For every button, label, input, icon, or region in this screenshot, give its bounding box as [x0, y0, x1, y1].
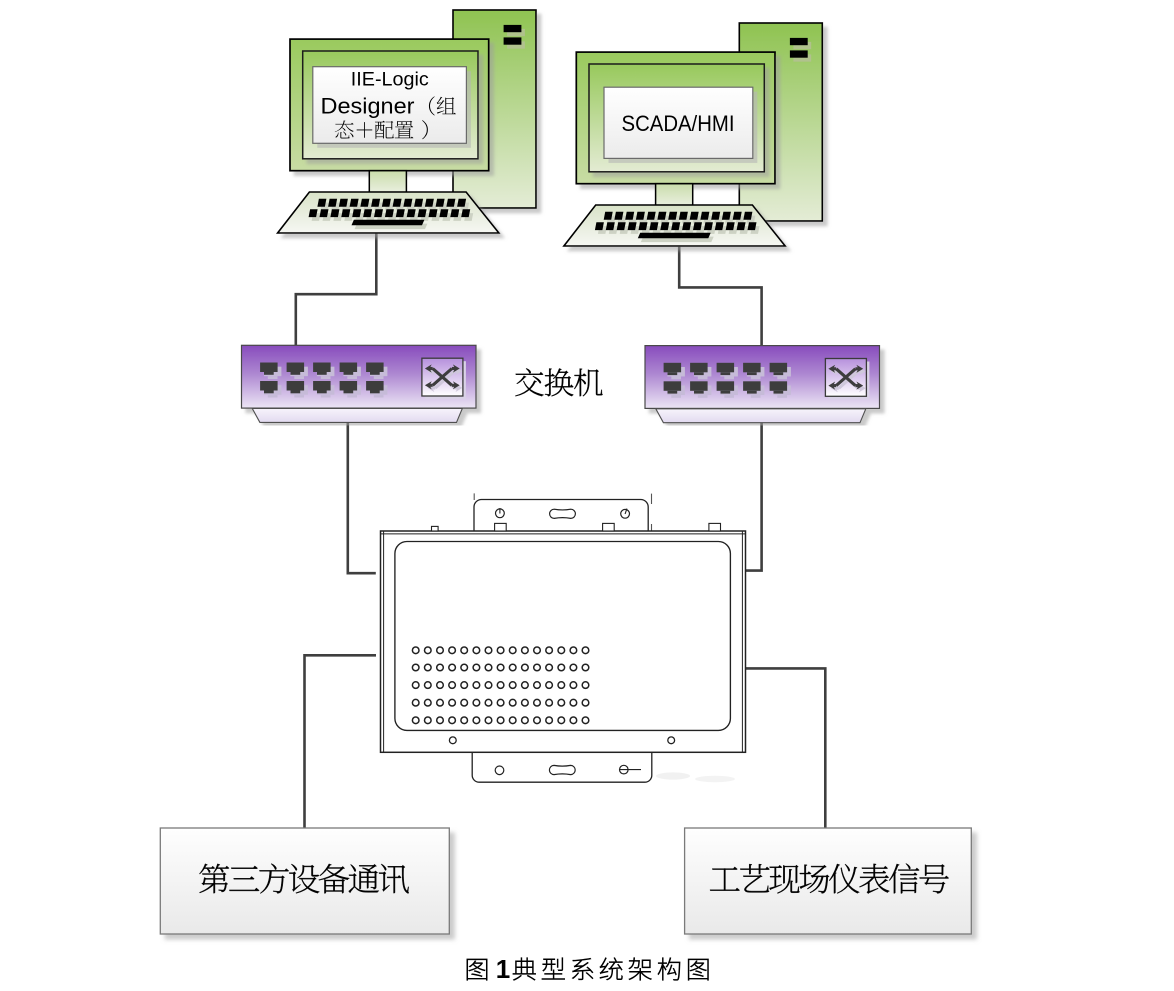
svg-text:SCADA/HMI: SCADA/HMI: [622, 111, 735, 136]
svg-text:Designer: Designer: [321, 94, 415, 119]
svg-text:IIE-Logic: IIE-Logic: [351, 68, 429, 90]
svg-text:1: 1: [496, 954, 510, 984]
